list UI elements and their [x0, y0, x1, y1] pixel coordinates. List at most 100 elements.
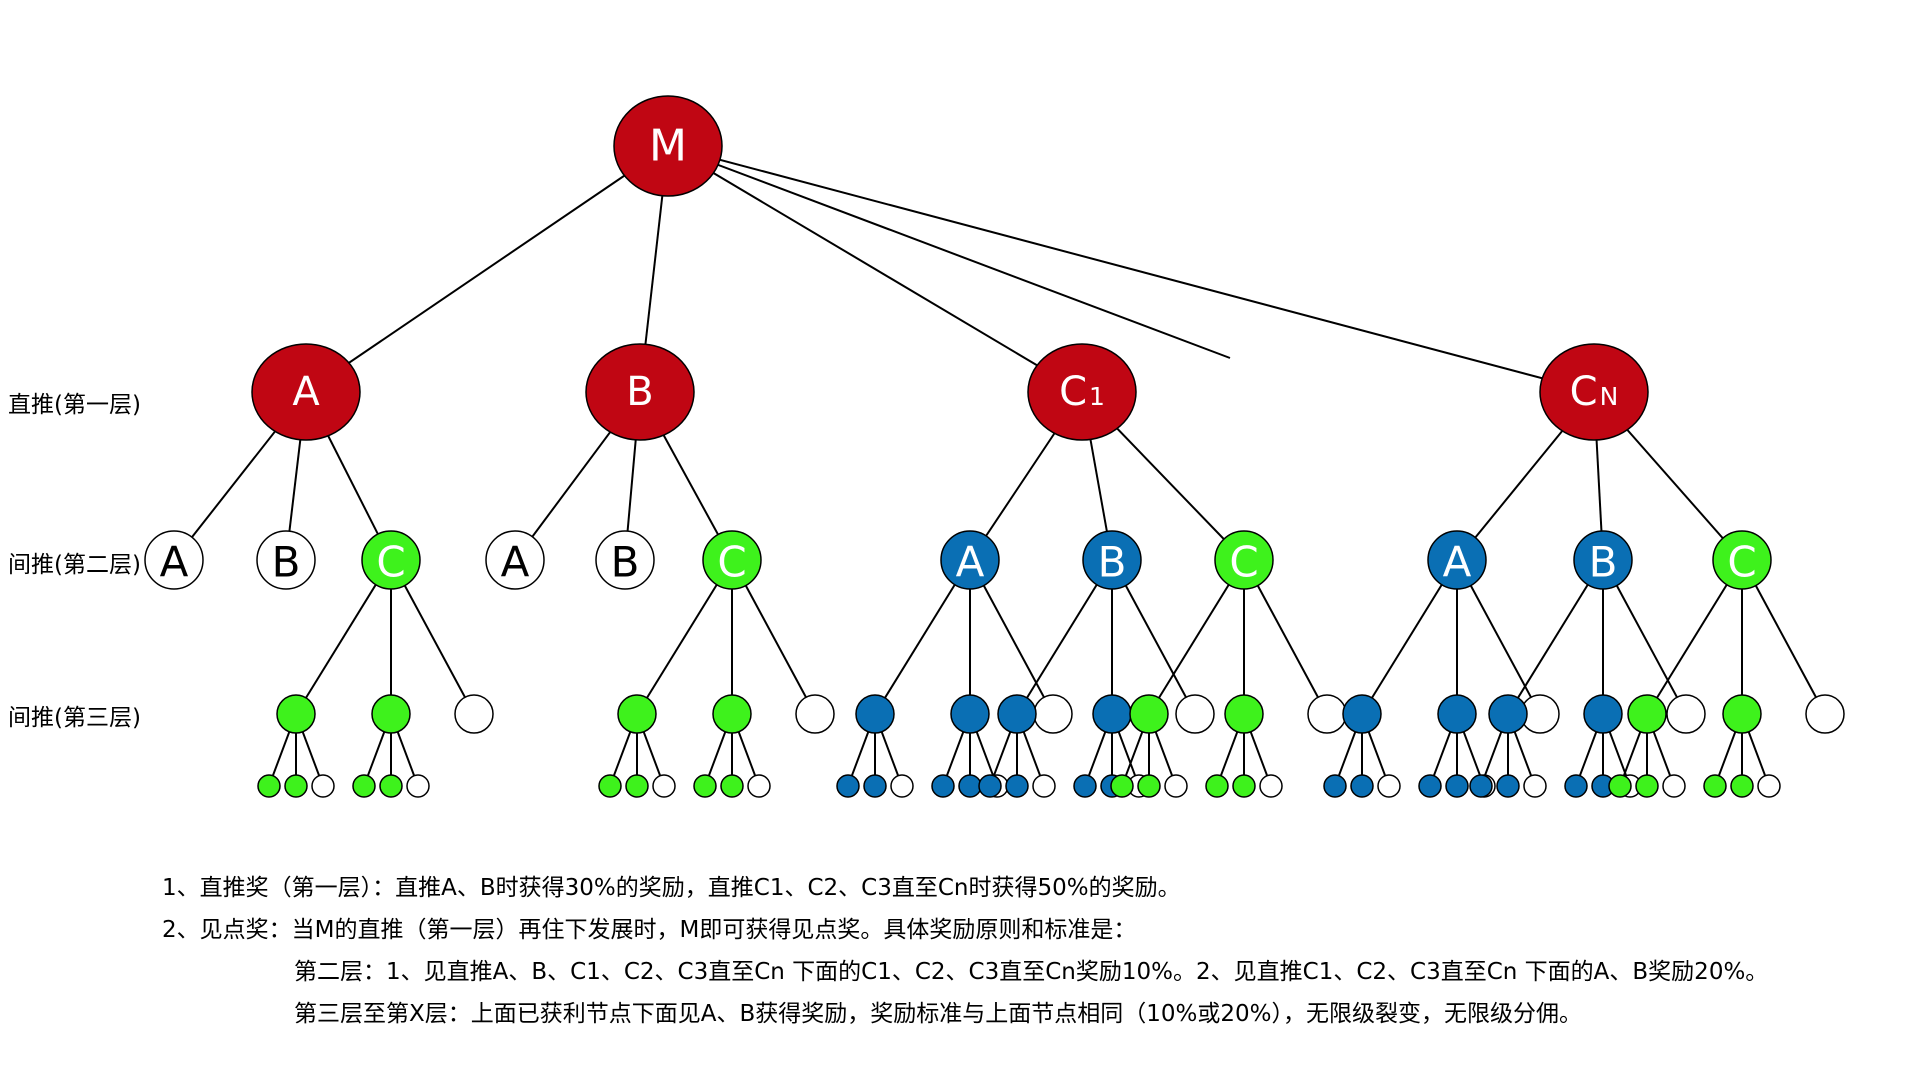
node-C1-child-C-l3-node-0 — [1129, 694, 1169, 734]
node-B-child-C-l4-node-0-0 — [598, 774, 622, 798]
node-A-label: A — [292, 369, 320, 415]
node-A-child-C-l4-node-0-1 — [284, 774, 308, 798]
node-A-child-A-label: A — [160, 538, 189, 587]
line-M-node-A — [305, 145, 669, 393]
node-B-child-A — [485, 530, 545, 590]
node-CN-child-A — [1427, 530, 1487, 590]
node-CN-child-A-l4-node-0-1 — [1350, 774, 1374, 798]
node-CN-child-C-label: C — [1727, 538, 1756, 587]
node-CN-child-A-l3-node-0 — [1342, 694, 1382, 734]
node-CN-child-B-l4-node-0-1 — [1496, 774, 1520, 798]
node-CN-child-B-l3-node-0 — [1488, 694, 1528, 734]
node-C1-child-C-label: C — [1229, 538, 1258, 587]
node-CN-child-A-l3-node-1 — [1437, 694, 1477, 734]
node-C1-child-A-l3-node-1 — [950, 694, 990, 734]
node-M-label: M — [649, 121, 687, 172]
node-A-child-C-l4-node-1-0 — [352, 774, 376, 798]
connector-lines — [173, 145, 1826, 787]
node-C1-child-C-l4-node-0-0 — [1110, 774, 1134, 798]
node-C1-child-B-l3-line-0 — [1016, 559, 1113, 715]
note-point-reward: 2、见点奖：当M的直推（第一层）再住下发展时，M即可获得见点奖。具体奖励原则和标… — [162, 917, 1137, 943]
node-B-child-C-l3-node-2 — [795, 694, 835, 734]
node-C1-child-A — [940, 530, 1000, 590]
node-CN-child-C-l4-node-1-0 — [1703, 774, 1727, 798]
node-B-child-C-l3-node-1 — [712, 694, 752, 734]
node-C1-child-A-l3-node-2 — [1033, 694, 1073, 734]
node-CN-child-A-label: A — [1443, 538, 1472, 587]
node-C1-child-C-l4-node-1-0 — [1205, 774, 1229, 798]
node-CN-child-B-l3-node-2 — [1666, 694, 1706, 734]
node-CN-child-B-l4-node-1-0 — [1564, 774, 1588, 798]
node-C1-child-B-l4-node-1-0 — [1073, 774, 1097, 798]
node-CN-child-B-l4-node-0-0 — [1469, 774, 1493, 798]
node-A-child-C-l3-node-1 — [371, 694, 411, 734]
node-C1-child-A-l4-node-0-1 — [863, 774, 887, 798]
node-B-child-C — [702, 530, 762, 590]
node-C1-child-B-l3-node-0 — [997, 694, 1037, 734]
level-label-first: 直推(第一层) — [8, 392, 141, 418]
node-C1-child-B-l3-node-1 — [1092, 694, 1132, 734]
node-B-child-C-l4-node-1-2 — [747, 774, 771, 798]
node-A — [251, 343, 361, 441]
node-C1-child-B-l4-node-0-1 — [1005, 774, 1029, 798]
node-CN-child-B-l4-node-0-2 — [1523, 774, 1547, 798]
node-CN-child-A-l4-node-0-0 — [1323, 774, 1347, 798]
node-B-child-C-l4-node-0-2 — [652, 774, 676, 798]
node-B-child-C-label: C — [717, 538, 746, 587]
node-CN-child-C-l3-node-1 — [1722, 694, 1762, 734]
node-C1-child-A-l4-node-0-2 — [890, 774, 914, 798]
node-CN-child-A-l3-line-0 — [1361, 559, 1458, 715]
node-A-child-C-l4-node-0-2 — [311, 774, 335, 798]
node-B — [585, 343, 695, 441]
note-third-level: 第三层至第X层：上面已获利节点下面见A、B获得奖励，奖励标准与上面节点相同（10… — [294, 1001, 1583, 1027]
node-C1-child-B-l3-node-2 — [1175, 694, 1215, 734]
node-CN-child-C-l4-node-0-2 — [1662, 774, 1686, 798]
node-C1-child-C-l4-node-1-2 — [1259, 774, 1283, 798]
node-C1-child-A-l4-node-1-1 — [958, 774, 982, 798]
node-A-child-C — [361, 530, 421, 590]
node-CN-child-A-l4-node-0-2 — [1377, 774, 1401, 798]
node-CN — [1539, 343, 1649, 441]
node-CN-child-A-l4-node-1-0 — [1418, 774, 1442, 798]
line-M-extra — [667, 145, 1231, 359]
node-B-child-C-l4-node-1-0 — [693, 774, 717, 798]
node-B-child-C-l4-node-1-1 — [720, 774, 744, 798]
node-A-child-C-label: C — [376, 538, 405, 587]
note-second-level: 第二层：1、见直推A、B、C1、C2、C3直至Cn 下面的C1、C2、C3直至C… — [294, 959, 1769, 985]
node-CN-child-A-l4-node-1-1 — [1445, 774, 1469, 798]
node-A-child-C-l3-node-0 — [276, 694, 316, 734]
node-CN-child-C-l4-node-0-0 — [1608, 774, 1632, 798]
node-CN-child-C-l3-node-0 — [1627, 694, 1667, 734]
node-C1-child-C-l4-node-1-1 — [1232, 774, 1256, 798]
node-CN-child-C-l3-line-0 — [1646, 559, 1743, 715]
node-CN-child-C — [1712, 530, 1772, 590]
node-C1-child-C-l3-node-1 — [1224, 694, 1264, 734]
node-B-child-C-l4-node-0-1 — [625, 774, 649, 798]
node-A-child-C-l3-line-0 — [295, 559, 392, 715]
node-CN-child-B-l3-node-1 — [1583, 694, 1623, 734]
line-M-node-CN — [667, 145, 1595, 393]
node-CN-child-C-l3-node-2 — [1805, 694, 1845, 734]
node-B-child-B-label: B — [611, 538, 640, 587]
level-label-third: 间推(第三层) — [8, 705, 141, 731]
node-CN-child-C-l4-node-1-2 — [1757, 774, 1781, 798]
node-B-child-C-l3-node-0 — [617, 694, 657, 734]
level-label-second: 间推(第二层) — [8, 552, 141, 578]
node-C1-child-B-label: B — [1098, 538, 1127, 587]
node-C1-child-A-l3-node-0 — [855, 694, 895, 734]
node-C1-child-A-l3-line-0 — [874, 559, 971, 715]
node-M — [613, 95, 723, 197]
node-A-child-A — [144, 530, 204, 590]
node-CN-child-B-l3-line-0 — [1507, 559, 1604, 715]
node-A-child-C-l4-node-1-2 — [406, 774, 430, 798]
node-CN-child-C-l4-node-0-1 — [1635, 774, 1659, 798]
note-direct-reward: 1、直推奖（第一层）：直推A、B时获得30%的奖励，直推C1、C2、C3直至Cn… — [162, 875, 1181, 901]
node-B-child-C-l3-line-0 — [636, 559, 733, 715]
node-A-child-B-label: B — [272, 538, 301, 587]
node-C1-child-B — [1082, 530, 1142, 590]
node-B-child-A-label: A — [501, 538, 530, 587]
node-B-label: B — [626, 369, 653, 415]
node-A-child-C-l3-node-2 — [454, 694, 494, 734]
